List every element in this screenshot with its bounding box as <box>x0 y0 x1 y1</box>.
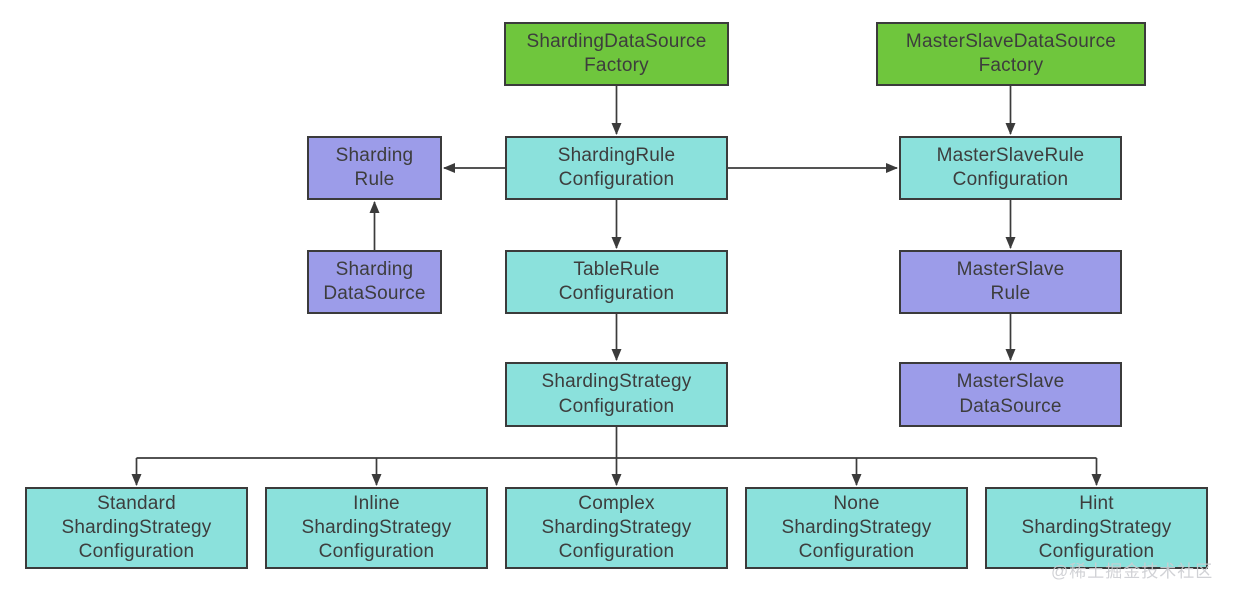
watermark: @稀土掘金技术社区 <box>1051 562 1214 581</box>
node-shardingrule-configuration: ShardingRule Configuration <box>505 136 728 200</box>
node-inline-shardingstrategy-configuration: Inline ShardingStrategy Configuration <box>265 487 488 569</box>
node-sharding-rule: Sharding Rule <box>307 136 442 200</box>
node-standard-shardingstrategy-configuration: Standard ShardingStrategy Configuration <box>25 487 248 569</box>
node-shardingstrategy-configuration: ShardingStrategy Configuration <box>505 362 728 427</box>
node-none-shardingstrategy-configuration: None ShardingStrategy Configuration <box>745 487 968 569</box>
node-hint-shardingstrategy-configuration: Hint ShardingStrategy Configuration <box>985 487 1208 569</box>
node-masterslave-rule: MasterSlave Rule <box>899 250 1122 314</box>
node-tablerule-configuration: TableRule Configuration <box>505 250 728 314</box>
node-sharding-datasource-factory: ShardingDataSource Factory <box>504 22 729 86</box>
node-masterslave-datasource-factory: MasterSlaveDataSource Factory <box>876 22 1146 86</box>
node-sharding-datasource: Sharding DataSource <box>307 250 442 314</box>
node-masterslaverule-configuration: MasterSlaveRule Configuration <box>899 136 1122 200</box>
node-masterslave-datasource: MasterSlave DataSource <box>899 362 1122 427</box>
node-complex-shardingstrategy-configuration: Complex ShardingStrategy Configuration <box>505 487 728 569</box>
